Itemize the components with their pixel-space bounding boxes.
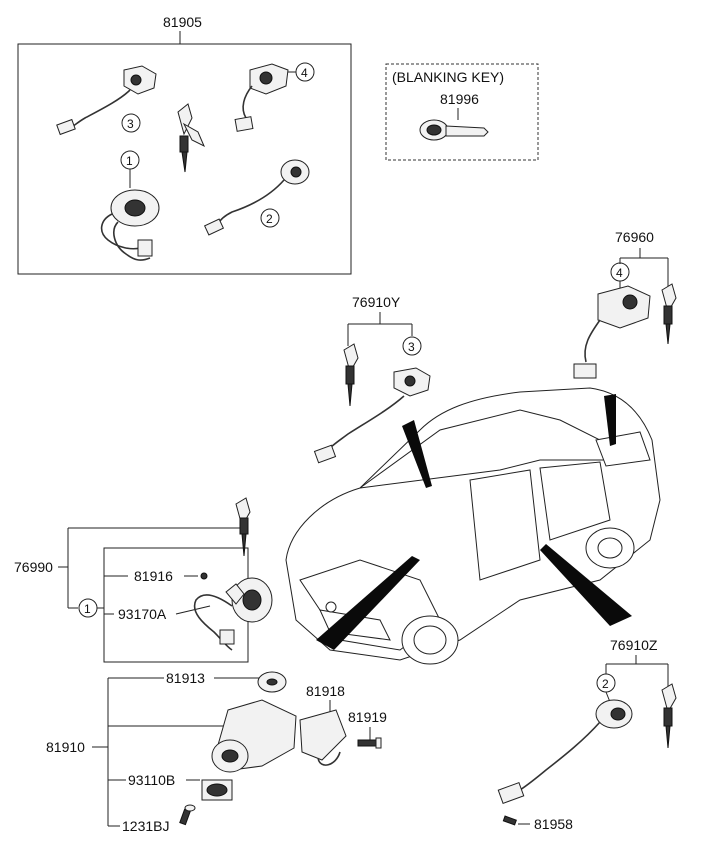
set-81905-group: 81905 3 4 bbox=[17, 14, 352, 275]
part-4-lock-with-wire bbox=[234, 63, 296, 132]
part-81913-cover bbox=[257, 671, 287, 693]
part-76990-group: 76990 1 81916 93170A bbox=[14, 497, 273, 663]
part-76910Z-lock bbox=[497, 699, 633, 804]
label-76990: 76990 bbox=[14, 559, 53, 575]
label-81910: 81910 bbox=[46, 739, 85, 755]
callout-2-top: 2 bbox=[260, 208, 280, 228]
label-76910Z: 76910Z bbox=[610, 637, 658, 653]
part-1231BJ-screw bbox=[179, 804, 196, 826]
callout-1-text: 1 bbox=[126, 154, 133, 168]
key-icon-76990 bbox=[235, 497, 251, 557]
label-1231BJ: 1231BJ bbox=[122, 818, 169, 834]
part-3-lock-with-wire bbox=[56, 65, 157, 136]
part-76960-lock bbox=[573, 285, 651, 379]
callout-4-text: 4 bbox=[301, 66, 308, 80]
label-81958: 81958 bbox=[534, 816, 573, 832]
key-icon-76910Z bbox=[661, 683, 677, 749]
part-76910Y-group: 76910Y 3 bbox=[313, 294, 431, 464]
part-76910Z-group: 76910Z 2 81958 bbox=[497, 637, 677, 832]
set-81905-box bbox=[17, 43, 352, 275]
label-81996: 81996 bbox=[440, 91, 479, 107]
pointer-to-ignition bbox=[316, 556, 420, 650]
pointer-to-tailgate bbox=[604, 394, 616, 446]
part-2-lock-with-wire bbox=[203, 159, 310, 236]
label-81918: 81918 bbox=[306, 683, 345, 699]
pointer-to-door-lock-LH bbox=[402, 420, 432, 488]
label-93110B: 93110B bbox=[128, 772, 175, 788]
blanking-key-icon bbox=[419, 119, 489, 141]
part-1-ignition-assembly bbox=[100, 189, 160, 261]
callout-2-76910Z: 2 bbox=[602, 677, 609, 691]
blanking-key-group: (BLANKING KEY) 81996 bbox=[385, 63, 539, 161]
callout-4-76960: 4 bbox=[616, 266, 623, 280]
key-icon-76910Y bbox=[343, 343, 359, 407]
key-icon-76960 bbox=[661, 283, 677, 345]
label-76960: 76960 bbox=[615, 229, 654, 245]
label-81916: 81916 bbox=[134, 568, 173, 584]
lock-body-assembly bbox=[201, 699, 297, 801]
blanking-key-box bbox=[385, 63, 539, 161]
label-76910Y: 76910Y bbox=[352, 294, 401, 310]
callout-3-top: 3 bbox=[121, 113, 141, 133]
part-81958-screw bbox=[502, 815, 517, 826]
blanking-key-title: (BLANKING KEY) bbox=[392, 69, 504, 85]
part-81918-bracket bbox=[299, 709, 347, 766]
callout-1-76990: 1 bbox=[84, 602, 91, 616]
label-81905: 81905 bbox=[163, 14, 202, 30]
part-76910Y-lock bbox=[313, 367, 431, 464]
part-81919-screw bbox=[357, 737, 382, 749]
label-81919: 81919 bbox=[348, 709, 387, 725]
ignition-lock-assembly bbox=[193, 572, 273, 651]
pointer-to-door-lock-RH bbox=[540, 544, 632, 626]
callout-1-top: 1 bbox=[120, 150, 140, 188]
part-76960-group: 76960 4 bbox=[573, 229, 677, 379]
label-81913: 81913 bbox=[166, 670, 205, 686]
label-93170A: 93170A bbox=[118, 606, 167, 622]
key-icon-set bbox=[177, 103, 205, 173]
callout-3-76910Y: 3 bbox=[408, 340, 415, 354]
part-81910-group: 81913 81910 81918 81919 93110B bbox=[46, 670, 387, 834]
callout-3-text: 3 bbox=[127, 117, 134, 131]
callout-4-top: 4 bbox=[295, 62, 315, 82]
callout-2-text: 2 bbox=[266, 212, 273, 226]
